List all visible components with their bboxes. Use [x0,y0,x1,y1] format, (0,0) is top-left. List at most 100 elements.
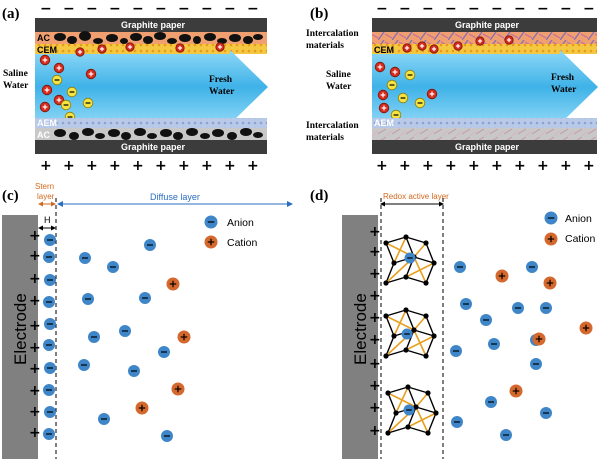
lattice-bond [413,256,435,264]
anion-ion [44,274,56,286]
anion-ion [44,362,56,374]
bottom-plus-signs: ++++++++++ [40,158,259,174]
lattice-node [383,353,389,359]
water-channel-arrow [372,50,598,124]
anion-ion [161,430,173,442]
plus-sign: + [369,356,381,372]
lattice-bond [405,329,415,351]
anion-ion [43,428,55,440]
lattice-bond [385,309,407,317]
cation-ion [175,43,185,53]
graphite-paper-bottom-label: Graphite paper [121,142,186,152]
lattice-node [433,410,439,416]
cation-ion [378,102,390,114]
anion-ion [158,346,170,358]
water-channel-arrow [35,50,268,124]
lattice-node [413,404,419,410]
bottom-plus-signs: ++++++++++ [376,158,595,174]
redox-link [393,236,407,264]
electrode-label: Electrode [351,293,370,365]
anion-ion [488,338,500,350]
ac-bottom-label: AC [37,130,50,140]
cation-ion [543,276,557,290]
carbon-particle [253,132,263,138]
lattice-node [405,384,411,390]
plus-sign: + [369,332,381,348]
intercalation-top-label-2: materials [306,41,344,51]
lattice-bond [385,349,407,357]
lattice-node [431,333,437,339]
lattice-node [423,240,429,246]
lattice-node [393,410,399,416]
cation-ion [453,41,463,51]
carbon-particle [121,132,131,140]
minus-sign: − [224,1,236,17]
graphite-paper-top [372,18,597,32]
lattice-bond [405,276,427,284]
anion-ion [403,404,415,416]
lattice-node [391,260,397,266]
lattice-bond [407,386,417,408]
fresh-water-label-2: Water [209,87,235,97]
lattice-bond [385,335,395,357]
electrode-plus-signs: ++++++++++ [369,224,381,439]
cation-ion [166,277,180,291]
plus-sign: + [537,158,549,174]
cation-ion [374,61,386,73]
carbon-particle [82,128,94,136]
intercalation-top-label-1: Intercalation [306,29,359,39]
plus-sign: + [369,400,381,416]
anion-ion [60,99,72,111]
cation-ion [204,235,218,249]
anion-ion [485,396,497,408]
lattice-node [383,313,389,319]
carbon-particle [200,133,210,139]
minus-sign: − [583,1,595,17]
minus-sign: − [514,1,526,17]
graphite-paper-bottom [35,140,267,154]
panel-d-label: (d) [310,188,328,204]
plus-sign: + [40,158,52,174]
redox-link [405,262,435,278]
plus-sign: + [369,244,381,260]
carbon-particle [243,36,253,44]
anion-ion [530,358,542,370]
anion-ion [119,325,131,337]
anion-ion [51,74,63,86]
cation-ion [97,44,107,54]
lattice-node [403,307,409,313]
panel-b-label: (b) [310,6,328,22]
lattice-node [423,353,429,359]
redox-link [395,386,409,414]
legend: Anion Cation [204,215,258,249]
aem-layer [35,118,267,128]
plus-sign: + [109,158,121,174]
minus-sign: − [491,1,503,17]
activated-carbon-particles-top [54,31,263,44]
saline-water-label-2: Water [326,82,352,92]
lattice-node [391,333,397,339]
anion-ion [44,234,56,246]
carbon-particle [79,31,91,41]
lattice-bond [405,309,415,331]
legend-anion-label: Anion [565,213,592,225]
legend-cation-label: Cation [565,233,596,245]
lattice-bond [425,335,435,357]
plus-sign: + [29,404,41,420]
plus-sign: + [376,158,388,174]
lattice-bond [405,349,427,357]
lattice-bond [387,386,409,394]
minus-sign: − [201,1,213,17]
minus-sign: − [537,1,549,17]
diffuse-layer-label: Diffuse layer [150,192,200,202]
carbon-particle [54,129,66,137]
minus-sign: − [422,1,434,17]
minus-sign: − [560,1,572,17]
intercalation-bottom-label-2: materials [306,133,344,143]
anion-ion [139,292,151,304]
fresh-water-label-2: Water [551,85,577,95]
anion-ion [144,239,156,251]
ions [401,252,593,441]
electrode-label: Electrode [11,293,30,365]
